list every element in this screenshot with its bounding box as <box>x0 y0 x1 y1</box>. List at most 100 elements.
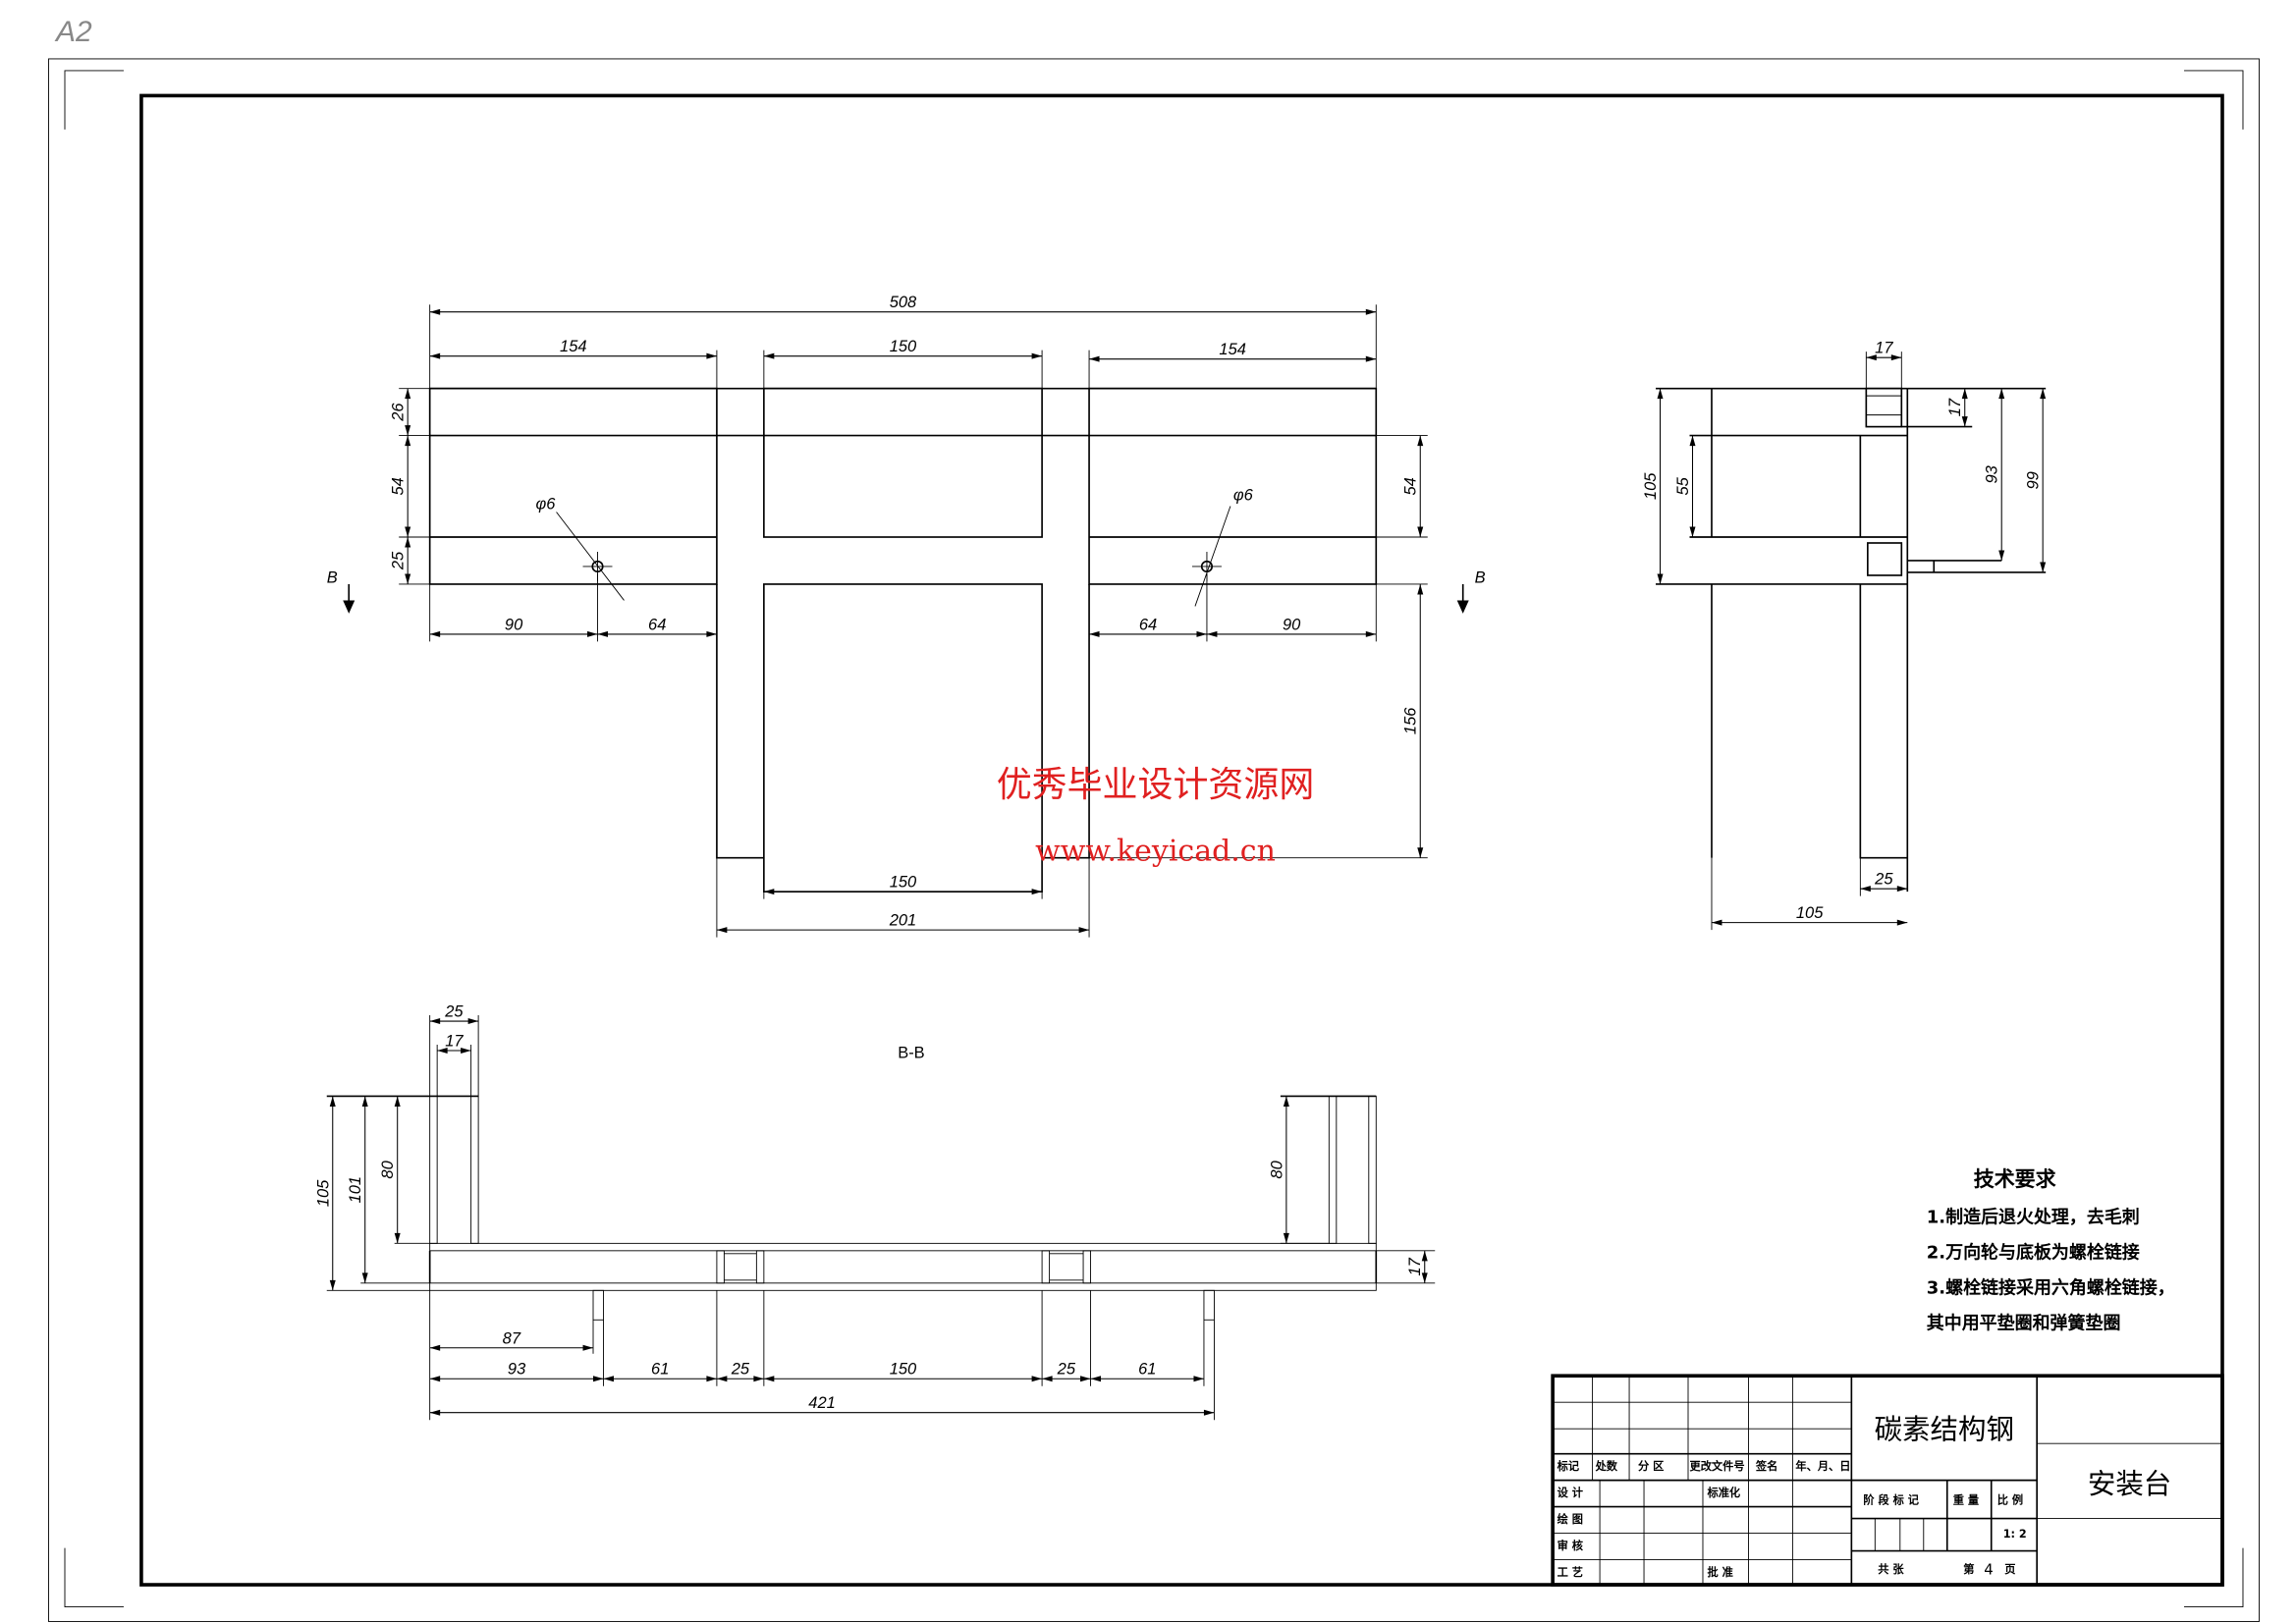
dimension: 80 <box>379 1096 401 1244</box>
approve-label: 批 准 <box>1707 1565 1732 1579</box>
dimension: 61 <box>603 1361 717 1382</box>
tech-requirement-item: 1.制造后退火处理，去毛刺 <box>1927 1206 2140 1227</box>
technical-requirements: 技术要求 1.制造后退火处理，去毛刺 2.万向轮与底板为螺栓链接 3.螺栓链接采… <box>1927 1167 2175 1333</box>
dimension: 156 <box>1402 583 1424 858</box>
tech-requirements-title: 技术要求 <box>1974 1167 2056 1191</box>
dimension-label: 201 <box>889 912 916 930</box>
section-title: B-B <box>898 1045 924 1062</box>
dimension: 25 <box>1042 1361 1091 1382</box>
dimension-label: 154 <box>1219 341 1245 358</box>
dimension: 87 <box>429 1329 594 1351</box>
tech-requirement-item: 2.万向轮与底板为螺栓链接 <box>1927 1241 2140 1263</box>
dimension-label: 508 <box>890 294 917 311</box>
sheet-number-label: 第 <box>1963 1562 1974 1576</box>
dimension-label: 150 <box>890 874 917 892</box>
dimension-label: 80 <box>1268 1160 1285 1178</box>
dimension-label: 25 <box>390 551 408 570</box>
watermark-site-name: 优秀毕业设计资源网 <box>997 765 1315 805</box>
dimension: 150 <box>763 338 1043 359</box>
dimension: 201 <box>716 912 1090 934</box>
section-view-b-b: B-B <box>326 1015 1436 1421</box>
dimension: 25 <box>1860 871 1908 893</box>
dimensions: 508 154 150 154 90 64 64 90 150 201 26 54 25 54 156 17 1… <box>314 294 2047 1416</box>
dimension: 101 <box>347 1096 368 1283</box>
header-zone: 分 区 <box>1638 1459 1664 1473</box>
dimension-label: 150 <box>890 1361 917 1379</box>
dimension-label: 87 <box>503 1329 521 1347</box>
dimension: 54 <box>390 435 411 538</box>
mounting-hole-right <box>1191 506 1231 607</box>
material-label: 碳素结构钢 <box>1875 1414 2014 1446</box>
dimension: 17 <box>1406 1250 1428 1283</box>
dimension: 150 <box>763 874 1043 895</box>
scale-value: 1: 2 <box>2003 1528 2027 1541</box>
dimension-label: 55 <box>1674 476 1692 495</box>
section-marker-left: B <box>327 568 355 614</box>
dimension: 150 <box>763 1361 1043 1382</box>
dimension-label: 25 <box>1874 871 1893 889</box>
role-process: 工 艺 <box>1558 1565 1583 1579</box>
dimension-label: 101 <box>347 1176 364 1203</box>
dimension-label: 105 <box>1642 472 1660 500</box>
dimension: 154 <box>1089 341 1377 362</box>
dimension-label: 25 <box>444 1003 464 1021</box>
header-mark: 标记 <box>1557 1459 1580 1473</box>
tech-requirement-item: 3.螺栓链接采用六角螺栓链接， <box>1927 1276 2175 1298</box>
dimension-label: 25 <box>731 1361 750 1379</box>
header-change-doc: 更改文件号 <box>1689 1459 1744 1473</box>
dimension-label: 61 <box>1138 1361 1156 1379</box>
dimension-label: 54 <box>390 477 408 495</box>
dimension: 25 <box>390 537 411 584</box>
dimension-label: 17 <box>1946 398 1964 416</box>
dimension-label: 17 <box>1406 1257 1424 1275</box>
dimension: 93 <box>1984 388 2005 561</box>
dimension-label: 61 <box>651 1361 669 1379</box>
dimension-label: 90 <box>1283 616 1301 633</box>
dimension-label: 80 <box>379 1160 397 1178</box>
dimension: 93 <box>429 1361 604 1382</box>
section-marker-label: B <box>1475 568 1486 586</box>
page-label: 页 <box>2004 1563 2015 1576</box>
weight-label: 重 量 <box>1953 1493 1979 1507</box>
hole-diameter-label: φ6 <box>536 496 557 514</box>
dimension: 64 <box>1089 616 1207 637</box>
dimension-label: 93 <box>1984 464 2001 483</box>
dimension-label: 25 <box>1057 1361 1076 1379</box>
dimension-label: 54 <box>1402 477 1420 495</box>
dimension: 508 <box>429 294 1377 315</box>
header-date: 年、月、日 <box>1795 1459 1850 1473</box>
role-review: 审 核 <box>1558 1539 1584 1552</box>
dimension: 154 <box>429 338 717 359</box>
role-design: 设 计 <box>1558 1486 1583 1499</box>
front-view: φ6 φ6 B B <box>327 304 1486 938</box>
dimension: 17 <box>1946 388 1968 427</box>
dimension-label: 421 <box>808 1394 835 1412</box>
sheet-number: 4 <box>1984 1561 1994 1579</box>
dimension-label: 105 <box>1796 904 1824 922</box>
dimension-label: 150 <box>890 338 917 355</box>
sheet-size-label: A2 <box>54 16 92 48</box>
dimension-label: 154 <box>560 338 586 355</box>
header-count: 处数 <box>1595 1459 1618 1473</box>
dimension: 80 <box>1268 1096 1289 1244</box>
dimension: 421 <box>429 1394 1215 1416</box>
dimension-label: 156 <box>1402 707 1420 734</box>
dimension: 90 <box>1206 616 1377 637</box>
dimension: 61 <box>1090 1361 1204 1382</box>
section-marker-label: B <box>327 568 338 586</box>
dimension: 105 <box>1711 904 1908 926</box>
section-marker-right: B <box>1456 568 1486 614</box>
dimension: 54 <box>1402 435 1424 538</box>
stage-mark-label: 阶 段 标 记 <box>1863 1493 1919 1507</box>
hole-diameter-label: φ6 <box>1233 487 1254 505</box>
dimension-label: 17 <box>1875 340 1893 357</box>
dimension-label: 90 <box>505 616 523 633</box>
dimension: 17 <box>1866 340 1902 361</box>
dimension-label: 26 <box>390 403 408 422</box>
watermark-url: www.keyicad.cn <box>1035 835 1276 869</box>
sheets-total: 共 张 <box>1878 1562 1904 1576</box>
standardization-label: 标准化 <box>1706 1486 1740 1499</box>
header-signature: 签名 <box>1755 1459 1777 1473</box>
dimension-label: 64 <box>648 616 666 633</box>
